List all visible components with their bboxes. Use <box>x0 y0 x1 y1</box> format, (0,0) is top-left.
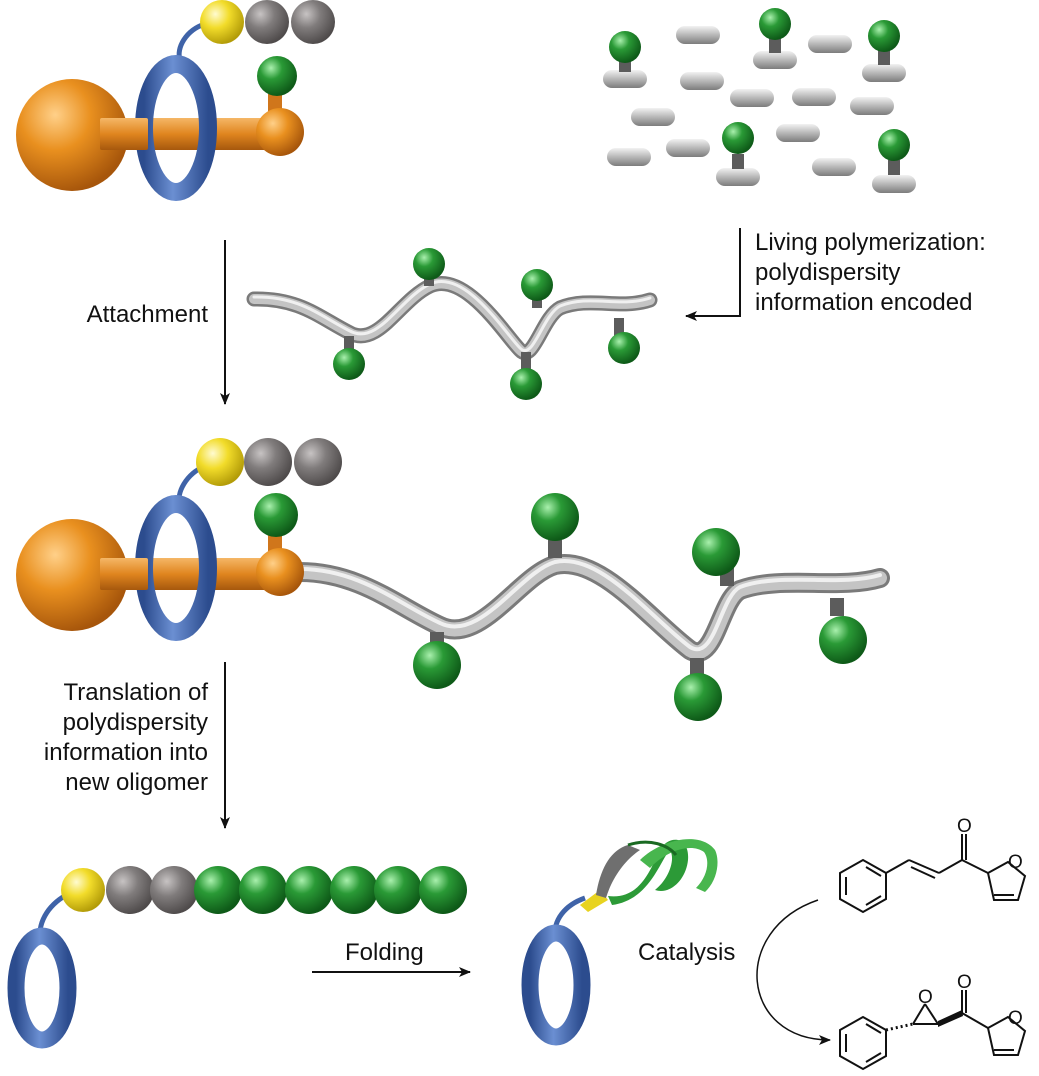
macrocycle-ring <box>7 927 77 1049</box>
wedge-bond <box>938 1010 963 1027</box>
product-structure <box>839 990 1027 1071</box>
orange-knob <box>256 548 304 596</box>
furan-ring <box>986 860 1027 901</box>
green-bead <box>674 673 722 721</box>
green-monomer <box>862 20 906 82</box>
green-bead <box>413 641 461 689</box>
furan-oxygen: O <box>1008 1008 1023 1029</box>
green-bead <box>608 332 640 364</box>
yellow-bead <box>196 438 244 486</box>
green-bead <box>239 866 287 914</box>
monomer-pill <box>730 89 774 107</box>
green-monomer <box>753 8 797 69</box>
rotaxane-top <box>16 0 335 201</box>
green-bead <box>419 866 467 914</box>
rotaxane-with-polymer <box>16 438 890 721</box>
green-bead <box>333 348 365 380</box>
furan-ring <box>986 1015 1027 1056</box>
monomer-pill <box>776 124 820 142</box>
green-bead <box>531 493 579 541</box>
new-oligomer <box>7 866 467 1049</box>
green-bead <box>510 368 542 400</box>
green-bead <box>819 616 867 664</box>
monomer-pill <box>666 139 710 157</box>
green-bead <box>257 56 297 96</box>
green-monomer <box>603 31 647 88</box>
folding-label: Folding <box>345 939 424 966</box>
carbonyl-oxygen: O <box>957 972 972 993</box>
arrows <box>220 228 831 1045</box>
monomer-pill <box>792 88 836 106</box>
polymer-chain <box>246 248 658 400</box>
translation-label-3: information into <box>44 739 208 766</box>
monomer-pill <box>812 158 856 176</box>
monomer-pill <box>808 35 852 53</box>
green-bead <box>194 866 242 914</box>
green-bead <box>285 866 333 914</box>
attachment-label: Attachment <box>87 301 209 328</box>
orange-knob <box>256 108 304 156</box>
translation-label-4: new oligomer <box>65 769 208 796</box>
green-helix-segment <box>608 839 689 905</box>
monomer-pill <box>850 97 894 115</box>
gray-bead <box>150 866 198 914</box>
polymerization-arrow <box>685 228 741 321</box>
green-helix-segment <box>640 839 718 892</box>
gray-bead <box>245 0 289 44</box>
living-polymerization-label-3: information encoded <box>755 289 972 316</box>
monomer-pill <box>676 26 720 44</box>
axle-rod <box>100 118 148 150</box>
gray-bead <box>106 866 154 914</box>
green-monomer <box>716 122 760 186</box>
living-polymerization-label-2: polydispersity <box>755 259 900 286</box>
monomer-pool <box>603 8 916 193</box>
monomer-pill <box>631 108 675 126</box>
substrate-structure <box>839 834 1027 914</box>
stopper-sphere <box>16 79 128 191</box>
green-bead <box>254 493 298 537</box>
living-polymerization-label-1: Living polymerization: <box>755 229 986 256</box>
green-monomer <box>872 129 916 193</box>
epoxide-oxygen: O <box>918 987 933 1008</box>
yellow-bead <box>200 0 244 44</box>
monomer-pill <box>607 148 651 166</box>
catalysis-arrow <box>756 899 831 1045</box>
linker-thread <box>176 21 206 61</box>
benzene-ring <box>839 1015 887 1071</box>
stopper-sphere <box>16 519 128 631</box>
gray-helix-segment <box>596 845 640 898</box>
folded-helix-catalyst <box>521 839 718 1046</box>
gray-bead <box>244 438 292 486</box>
gray-bead <box>294 438 342 486</box>
benzene-ring <box>839 858 887 914</box>
macrocycle-ring <box>521 924 591 1046</box>
green-bead <box>521 269 553 301</box>
translation-label-1: Translation of <box>63 679 208 706</box>
yellow-bead <box>61 868 105 912</box>
translation-label-2: polydispersity <box>63 709 208 736</box>
monomer-pill <box>680 72 724 90</box>
gray-bead <box>291 0 335 44</box>
catalysis-label: Catalysis <box>638 939 735 966</box>
carbonyl-oxygen: O <box>957 816 972 837</box>
green-bead <box>374 866 422 914</box>
green-bead <box>330 866 378 914</box>
furan-oxygen: O <box>1008 852 1023 873</box>
green-bead <box>692 528 740 576</box>
green-bead <box>413 248 445 280</box>
